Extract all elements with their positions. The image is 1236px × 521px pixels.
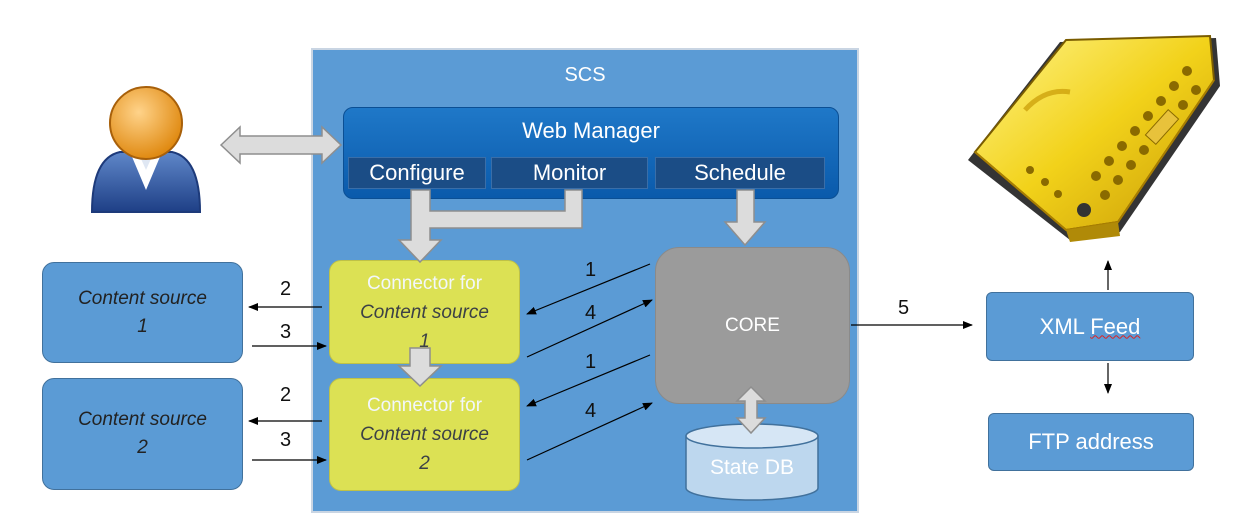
schedule-tab[interactable]: Schedule xyxy=(655,157,825,189)
edge-label-src2-in: 3 xyxy=(280,429,292,451)
content-source-1-line1: Content source xyxy=(78,287,207,309)
xml-feed-box: XML Feed xyxy=(986,292,1194,361)
connector-1-line1: Connector for xyxy=(366,272,483,294)
xml-feed-label: XML Feed xyxy=(1039,313,1141,339)
edge-label-core-to-c1: 1 xyxy=(585,259,597,281)
ftp-address-box: FTP address xyxy=(988,413,1194,471)
edge-label-src2-out: 2 xyxy=(280,384,292,406)
arrow-c1-to-core xyxy=(526,299,653,358)
content-source-2-line2: 2 xyxy=(137,437,148,458)
scs-title: SCS xyxy=(564,63,606,86)
web-manager-title: Web Manager xyxy=(522,118,660,143)
user-icon xyxy=(90,86,202,213)
arrow-c2-to-core xyxy=(526,402,653,461)
core-statedb-arrow xyxy=(735,385,767,435)
core-box: CORE xyxy=(655,247,850,404)
edge-label-src1-out: 2 xyxy=(280,278,292,300)
connector-1-line3: 1 xyxy=(419,330,430,352)
edge-label-src1-in: 3 xyxy=(280,321,292,343)
connector-2: Connector for Content source 2 xyxy=(329,378,520,491)
connector1-connector2-arrow xyxy=(397,347,443,388)
content-source-1: Content source 1 xyxy=(42,262,243,363)
arrow-core-to-c1 xyxy=(526,263,651,315)
user-webmanager-arrow xyxy=(219,125,343,165)
edge-label-core-to-feed: 5 xyxy=(898,297,910,319)
connector-1: Connector for Content source 1 xyxy=(329,260,520,364)
search-appliance-icon xyxy=(968,34,1220,242)
state-db-label: State DB xyxy=(709,456,795,479)
connector-2-line1: Connector for xyxy=(366,395,483,416)
edge-label-c2-to-core: 4 xyxy=(585,400,597,422)
configure-tab[interactable]: Configure xyxy=(348,157,486,189)
state-db-cylinder xyxy=(685,423,819,501)
monitor-tab[interactable]: Monitor xyxy=(491,157,648,189)
connector-2-line2: Content source xyxy=(360,424,489,445)
arrow-core-to-c2 xyxy=(526,354,651,407)
connector-2-line3: 2 xyxy=(419,453,430,474)
connector-1-line2: Content source xyxy=(360,301,489,323)
edge-label-c1-to-core: 4 xyxy=(585,302,597,324)
edge-label-core-to-c2: 1 xyxy=(585,351,597,373)
webmanager-connector1-arrow xyxy=(397,189,583,264)
content-source-1-line2: 1 xyxy=(137,315,148,337)
schedule-core-arrow xyxy=(723,189,767,247)
content-source-2-line1: Content source xyxy=(78,409,207,430)
content-source-2: Content source 2 xyxy=(42,378,243,490)
